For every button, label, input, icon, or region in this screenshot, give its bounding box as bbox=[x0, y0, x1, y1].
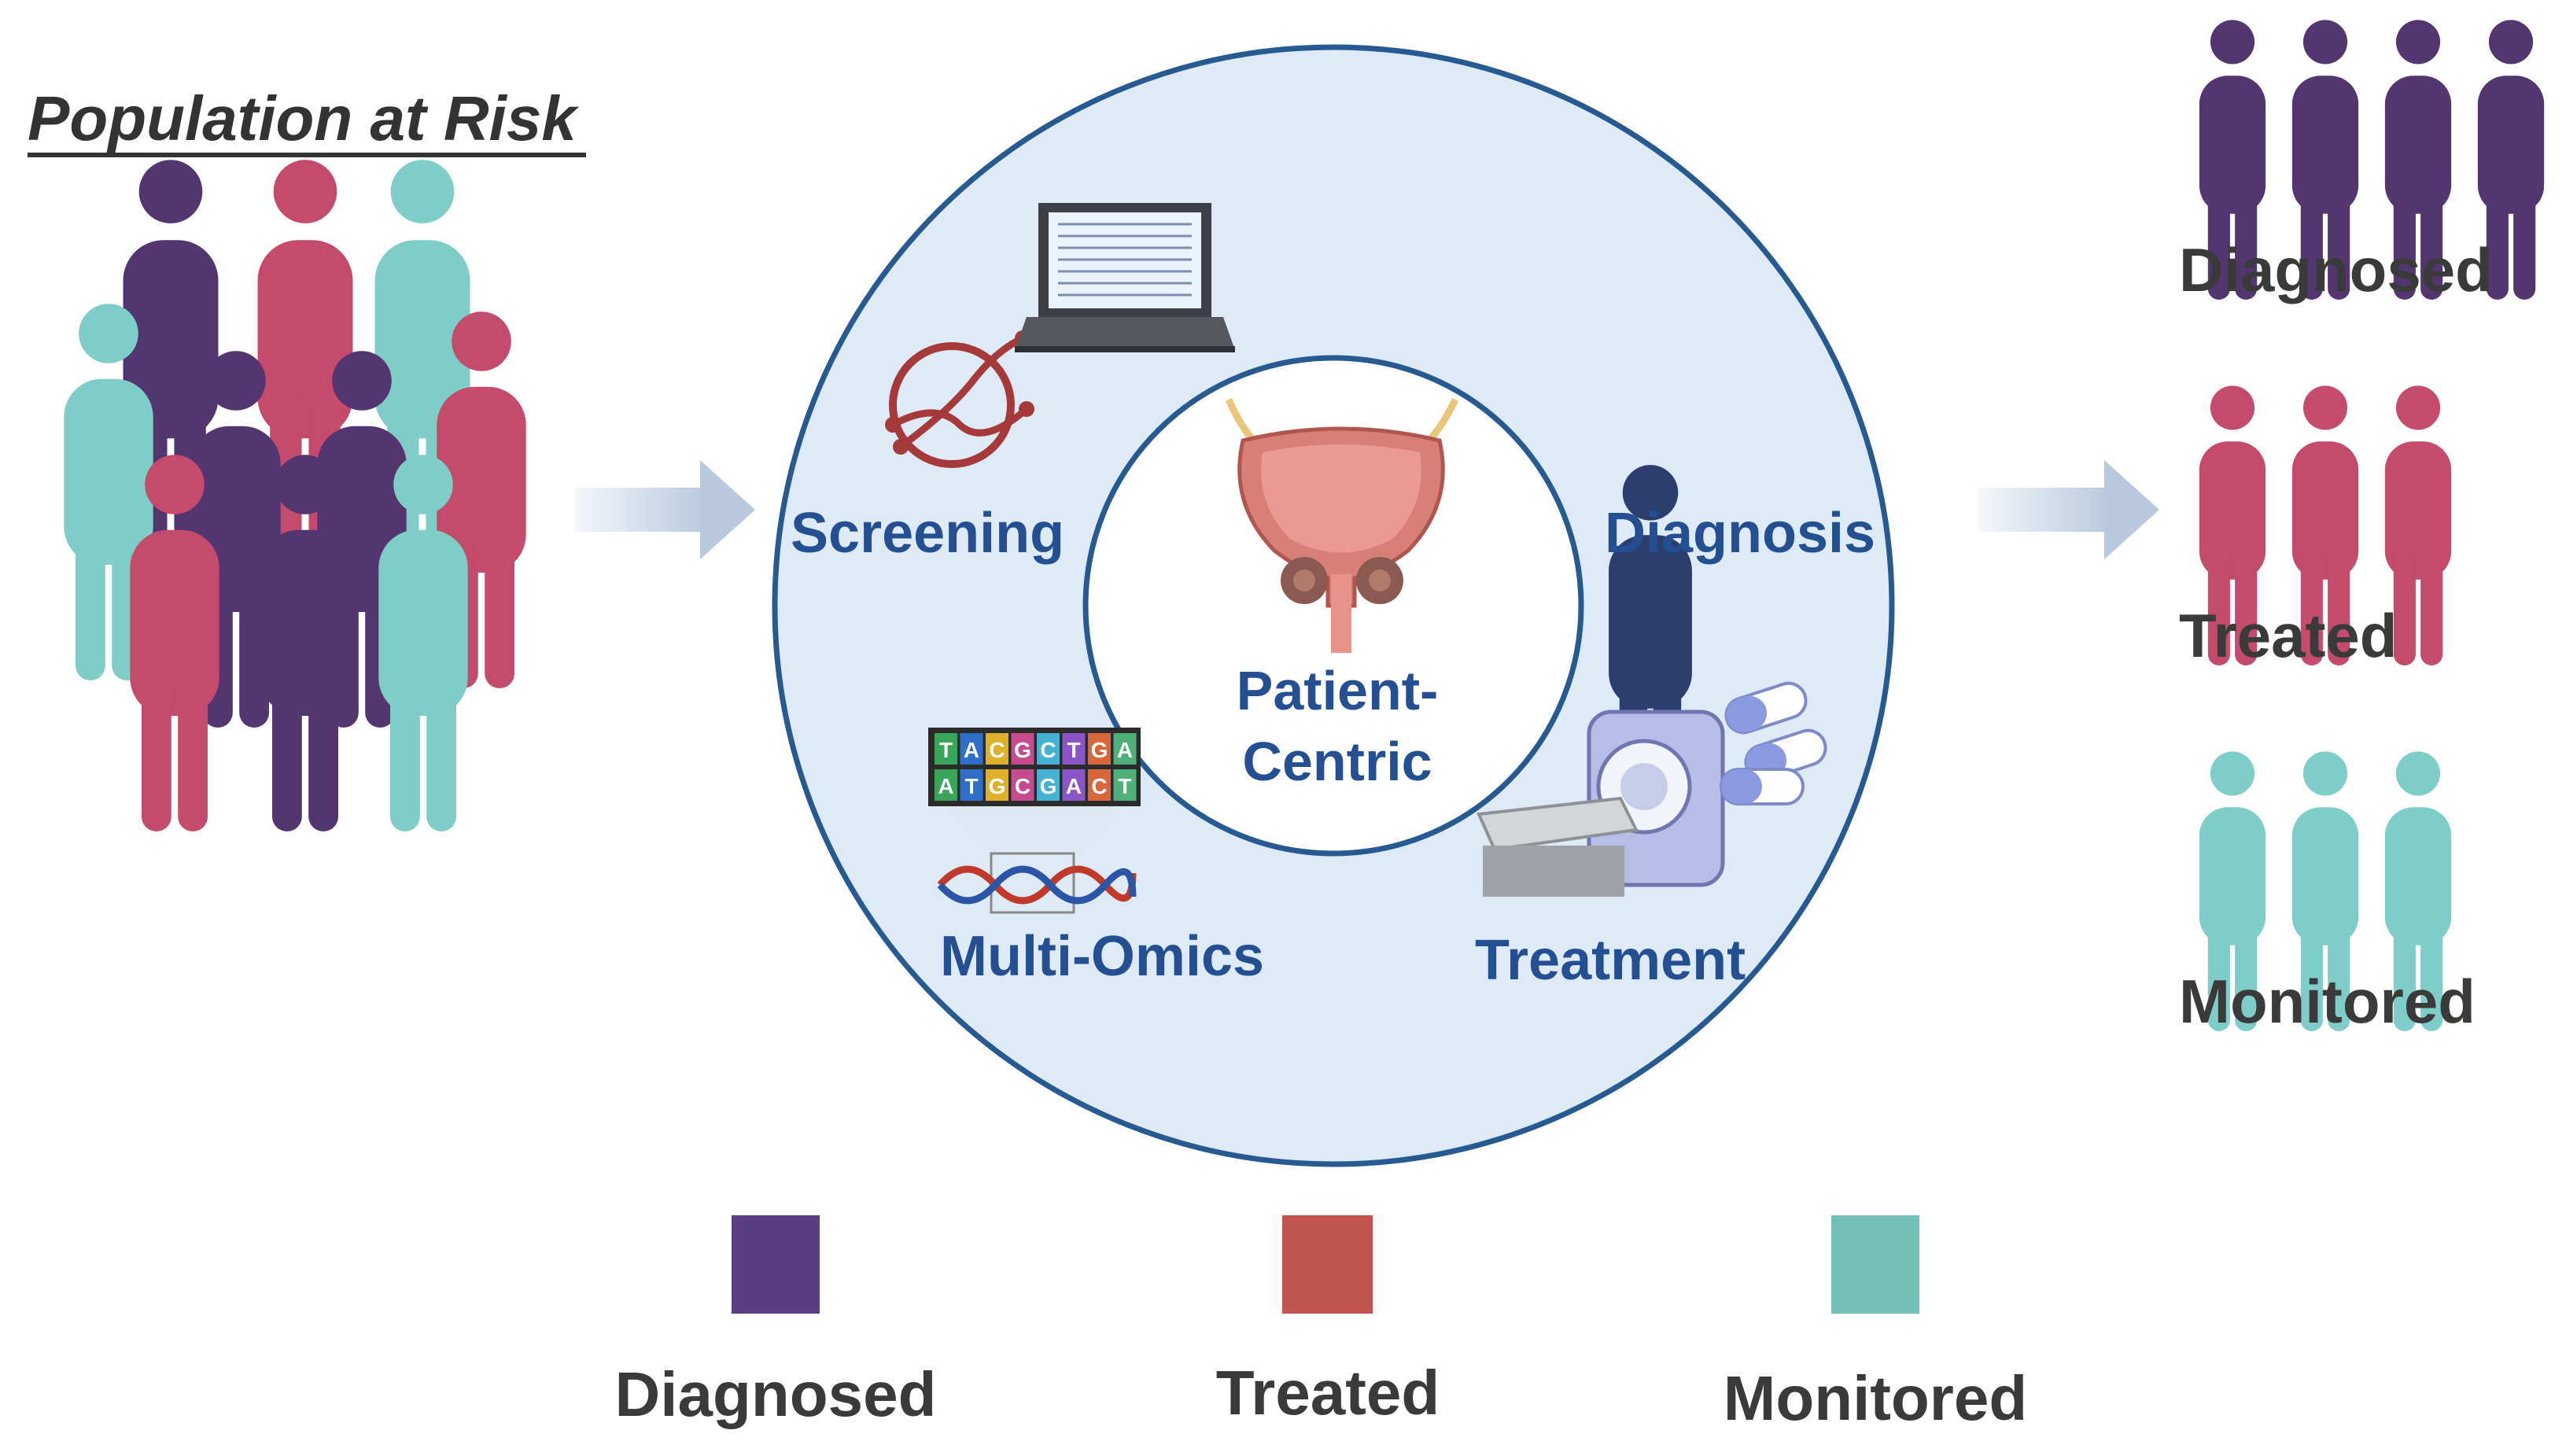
population-crowd bbox=[64, 160, 526, 831]
sequence-tile bbox=[1062, 733, 1086, 765]
sequence-tile bbox=[1037, 733, 1060, 765]
sequence-letter: A bbox=[964, 738, 979, 762]
sequence-letter: C bbox=[1091, 774, 1107, 798]
sequence-letter: T bbox=[964, 774, 978, 798]
legend: Diagnosed Treated Monitored bbox=[615, 1215, 2028, 1433]
sequence-letter: G bbox=[1040, 774, 1057, 798]
legend-swatch-treated bbox=[1282, 1215, 1373, 1314]
legend-swatch-diagnosed bbox=[732, 1215, 820, 1314]
sequence-tile bbox=[1113, 733, 1137, 765]
sequence-letter: T bbox=[1118, 774, 1131, 798]
legend-label-monitored: Monitored bbox=[1724, 1363, 2028, 1433]
sequence-tile bbox=[986, 769, 1008, 801]
ct-scanner-icon bbox=[1477, 710, 1725, 897]
sequence-letter: C bbox=[1040, 738, 1056, 762]
stage-treatment-label: Treatment bbox=[1475, 929, 1746, 992]
sequence-tile bbox=[960, 769, 983, 801]
outcome-monitored-label: Monitored bbox=[2179, 967, 2476, 1036]
stage-screening-label: Screening bbox=[791, 502, 1064, 565]
legend-label-diagnosed: Diagnosed bbox=[615, 1359, 937, 1429]
sequence-letter: G bbox=[989, 774, 1006, 798]
population-title-text: Population at Risk bbox=[28, 83, 579, 153]
laptop-icon bbox=[1015, 203, 1235, 352]
bladder-icon bbox=[1225, 398, 1459, 653]
sequence-letter: A bbox=[1066, 774, 1082, 798]
flow-arrow-in bbox=[574, 460, 755, 559]
sequence-tile bbox=[935, 769, 957, 801]
sequence-tile bbox=[960, 733, 983, 765]
sequence-letter: A bbox=[1117, 738, 1133, 762]
outcome-diagnosed-label: Diagnosed bbox=[2179, 235, 2493, 304]
sequence-letter: G bbox=[1014, 738, 1031, 762]
stage-multi-omics-label: Multi-Omics bbox=[940, 925, 1264, 988]
sequence-tile bbox=[1088, 769, 1111, 801]
sequence-tile bbox=[986, 733, 1008, 765]
sequence-tile bbox=[1011, 769, 1034, 801]
sequence-tile bbox=[935, 733, 957, 765]
outcome-treated-label: Treated bbox=[2179, 601, 2397, 670]
stage-diagnosis-label: Diagnosis bbox=[1605, 502, 1875, 565]
pill-capsules-icon bbox=[1720, 681, 1827, 805]
center-label-line2: Centric bbox=[1242, 731, 1432, 792]
legend-swatch-monitored bbox=[1831, 1215, 1919, 1314]
sequence-letter: G bbox=[1091, 738, 1108, 762]
sequence-letter: C bbox=[989, 738, 1005, 762]
sequence-tile bbox=[1062, 769, 1086, 801]
sequence-tile bbox=[1011, 733, 1034, 765]
sequence-letter: A bbox=[938, 774, 953, 798]
sequence-tile bbox=[1088, 733, 1111, 765]
sequence-letter: C bbox=[1015, 774, 1030, 798]
outcome-groups: Diagnosed Treated Monitored bbox=[2179, 20, 2545, 1036]
sequence-letter: T bbox=[1067, 738, 1080, 762]
flow-arrow-out bbox=[1978, 460, 2159, 559]
sequence-letter: T bbox=[939, 738, 953, 762]
population-title: Population at Risk bbox=[28, 83, 586, 157]
legend-label-treated: Treated bbox=[1216, 1358, 1440, 1428]
sequence-tile bbox=[1037, 769, 1060, 801]
sequence-tile bbox=[1113, 769, 1137, 801]
center-label-line1: Patient- bbox=[1237, 660, 1439, 721]
